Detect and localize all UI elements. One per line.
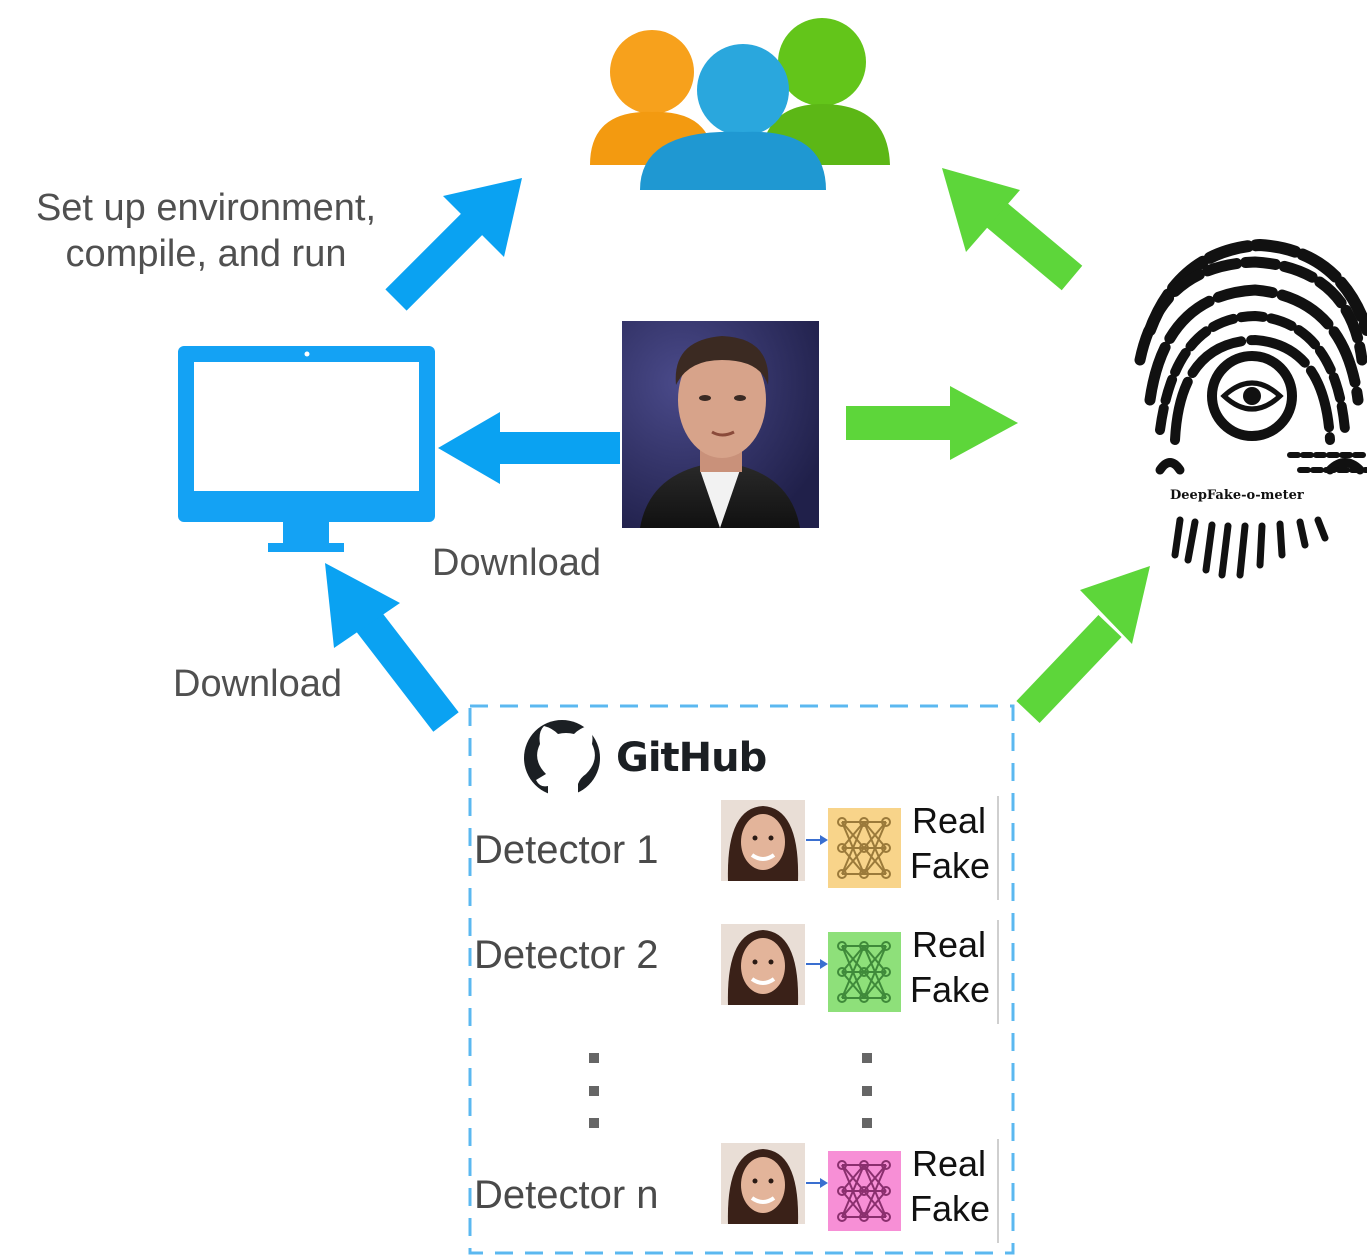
output-fake-n: Fake bbox=[910, 1188, 991, 1229]
arrow-dfm-to-users bbox=[942, 168, 1083, 291]
detector-row-graphic bbox=[721, 796, 999, 900]
arrow-download-code bbox=[325, 563, 459, 732]
download-code-label: Download bbox=[173, 663, 342, 705]
ellipsis-left bbox=[589, 1053, 599, 1128]
github-wordmark: GitHub bbox=[616, 735, 767, 781]
github-dashed-box bbox=[468, 704, 1015, 1255]
arrow-code-to-dfm bbox=[1016, 566, 1150, 724]
arrow-setup-run bbox=[385, 178, 522, 311]
output-fake-1: Fake bbox=[910, 845, 991, 886]
setup-run-label: Set up environment, compile, and run bbox=[0, 185, 412, 277]
arrow-video-to-dfm bbox=[846, 386, 1018, 460]
ellipsis-right bbox=[862, 1053, 872, 1128]
detector-label-1: Detector 1 bbox=[474, 828, 659, 872]
download-video-label: Download bbox=[432, 542, 601, 584]
setup-run-line-1: Set up environment, bbox=[35, 187, 377, 229]
dfm-wordmark: DeepFake-o-meter bbox=[1170, 488, 1304, 503]
neural-network-icon bbox=[828, 932, 901, 1012]
detector-label-n: Detector n bbox=[474, 1173, 659, 1217]
arrow-download-video bbox=[438, 412, 620, 484]
face-photo-icon bbox=[721, 924, 805, 1005]
detector-label-2: Detector 2 bbox=[474, 933, 659, 977]
users-group-icon bbox=[590, 18, 890, 190]
small-arrow bbox=[806, 959, 828, 969]
github-icon bbox=[524, 720, 600, 796]
output-real-n: Real bbox=[912, 1143, 987, 1184]
fingerprint-eye-icon bbox=[1134, 238, 1367, 579]
small-arrow bbox=[806, 835, 828, 845]
video-frame-photo bbox=[622, 321, 819, 528]
face-photo-icon bbox=[721, 800, 805, 881]
output-real-1: Real bbox=[912, 800, 987, 841]
setup-run-line-2: compile, and run bbox=[65, 233, 347, 275]
detector-row-graphic bbox=[721, 1139, 999, 1243]
small-arrow bbox=[806, 1178, 828, 1188]
monitor-icon bbox=[178, 346, 435, 552]
neural-network-icon bbox=[828, 1151, 901, 1231]
face-photo-icon bbox=[721, 1143, 805, 1224]
detector-row-graphic bbox=[721, 920, 999, 1024]
neural-network-icon bbox=[828, 808, 901, 888]
output-fake-2: Fake bbox=[910, 969, 991, 1010]
output-real-2: Real bbox=[912, 924, 987, 965]
